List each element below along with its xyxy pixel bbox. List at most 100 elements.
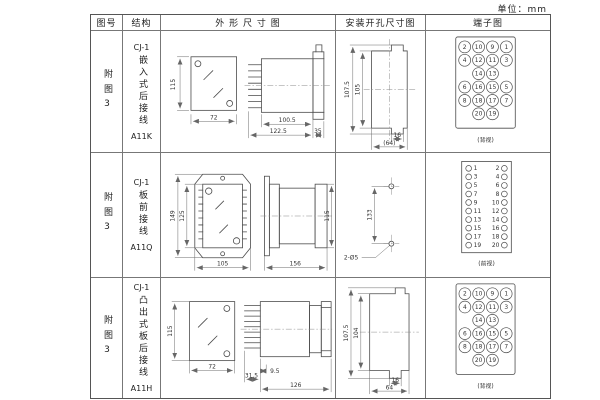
svg-text:3: 3 <box>504 305 508 311</box>
terminal: 9 <box>486 287 499 300</box>
svg-text:15: 15 <box>489 331 497 337</box>
terminal-row: 9 10 <box>465 199 508 206</box>
svg-text:16: 16 <box>475 331 483 337</box>
cell-mounting-row2: 133 2-Ø5 <box>336 153 426 278</box>
dim-label: 2-Ø5 <box>344 255 359 262</box>
terminal: 14 <box>472 314 485 327</box>
model-name: CJ-1 <box>133 178 150 187</box>
dim-label: 149 <box>169 210 176 222</box>
view-label: (背视) <box>477 382 493 390</box>
dim-label: 64 <box>386 385 394 391</box>
svg-text:2: 2 <box>463 44 467 51</box>
dim-label: 100.5 <box>279 117 296 124</box>
model-code: A11Q <box>130 243 153 252</box>
figure-no: 附图3 <box>102 192 112 238</box>
side-view <box>248 44 325 120</box>
svg-text:8: 8 <box>463 345 467 351</box>
svg-text:5: 5 <box>474 182 478 189</box>
dim-label: 16 <box>392 378 400 384</box>
outline-drawing-a11h: 115 72 31.5 9.5 126 <box>168 301 333 393</box>
header-outline: 外 形 尺 寸 图 <box>161 15 336 31</box>
svg-text:12: 12 <box>492 208 500 215</box>
dimension-lines <box>349 44 408 150</box>
dim-label: 115 <box>324 210 331 222</box>
dim-label: (64) <box>383 140 395 147</box>
cell-structure-row3: CJ-1 凸出式板后接线 A11H <box>123 278 161 398</box>
svg-text:13: 13 <box>489 318 497 324</box>
svg-text:11: 11 <box>489 57 497 64</box>
terminal: 3 <box>500 53 513 67</box>
dim-label: 72 <box>210 114 218 121</box>
dim-label: 16 <box>394 132 402 139</box>
front-view <box>190 56 237 111</box>
dim-label: 122.5 <box>270 128 287 135</box>
terminal: 12 <box>472 53 485 67</box>
terminal: 2 <box>458 287 472 300</box>
svg-text:13: 13 <box>489 71 497 78</box>
terminal: 6 <box>458 80 471 94</box>
front-view <box>194 173 251 259</box>
svg-text:20: 20 <box>492 242 500 249</box>
svg-text:19: 19 <box>489 358 497 364</box>
svg-text:8: 8 <box>496 191 500 198</box>
spec-table: 图号 结构 外 形 尺 寸 图 安装开孔尺寸图 端子图 附图3 CJ-1 嵌入式… <box>90 14 551 399</box>
svg-text:17: 17 <box>489 97 497 104</box>
terminal: 1 <box>499 287 513 300</box>
mounting-drawing-a11k: 107.5 105 16 (64) <box>344 39 416 150</box>
cell-mounting-row3: 107.5 104 16 64 <box>336 278 426 398</box>
model-name: CJ-1 <box>133 283 150 292</box>
cell-structure-row1: CJ-1 嵌入式后接线 A11K <box>123 31 161 153</box>
dimension-lines <box>361 186 390 258</box>
structure-text: 嵌入式后接线 <box>137 54 147 127</box>
terminal: 13 <box>486 67 499 80</box>
terminal: 14 <box>472 67 485 80</box>
svg-text:18: 18 <box>475 345 483 351</box>
cell-outline-row2: 149 125 105 156 115 <box>161 153 336 278</box>
svg-text:6: 6 <box>463 84 467 91</box>
terminal: 1 <box>500 40 513 54</box>
structure-text: 凸出式板后接线 <box>137 295 147 379</box>
svg-text:14: 14 <box>475 318 483 324</box>
terminal: 10 <box>472 287 485 300</box>
model-code: A11K <box>131 131 152 141</box>
terminal: 20 <box>472 353 485 367</box>
header-figure: 图号 <box>91 15 123 31</box>
svg-text:13: 13 <box>474 216 482 223</box>
svg-text:18: 18 <box>492 233 500 240</box>
svg-text:6: 6 <box>496 182 500 189</box>
terminal: 19 <box>486 107 499 121</box>
dim-label: 115 <box>168 325 174 336</box>
terminal: 3 <box>499 300 513 314</box>
svg-text:9: 9 <box>491 44 495 51</box>
terminal: 5 <box>499 327 513 340</box>
terminal: 20 <box>472 107 485 121</box>
terminal: 16 <box>472 327 485 340</box>
unit-label: 单位：mm <box>497 5 547 15</box>
svg-text:10: 10 <box>475 44 483 51</box>
svg-text:9: 9 <box>474 199 478 206</box>
dimension-lines <box>177 56 325 139</box>
dim-label: 72 <box>208 364 216 370</box>
terminal: 6 <box>458 327 472 340</box>
cell-structure-row2: CJ-1 板前接线 A11Q <box>123 153 161 278</box>
terminal: 7 <box>500 94 513 107</box>
svg-text:3: 3 <box>474 174 478 181</box>
svg-text:10: 10 <box>492 199 500 206</box>
terminal: 5 <box>500 80 513 94</box>
svg-text:7: 7 <box>474 191 478 198</box>
header-mounting: 安装开孔尺寸图 <box>336 15 426 31</box>
svg-text:18: 18 <box>475 97 483 104</box>
svg-text:4: 4 <box>463 305 467 311</box>
terminal: 10 <box>472 40 485 54</box>
terminal: 7 <box>499 340 513 354</box>
